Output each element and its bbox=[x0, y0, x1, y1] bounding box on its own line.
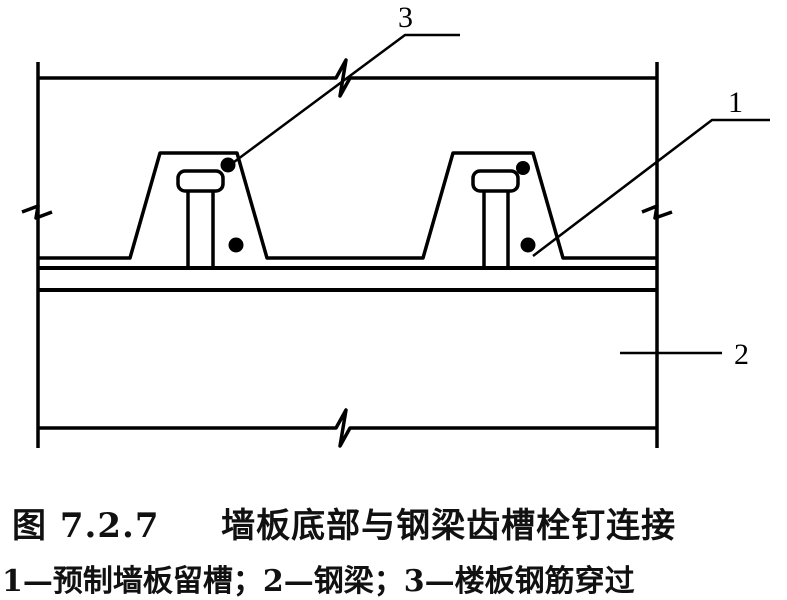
leader-lines bbox=[229, 33, 770, 355]
wall-slots bbox=[38, 151, 657, 260]
figure-caption: 图 7.2.7 墙板底部与钢梁齿槽栓钉连接 bbox=[12, 498, 787, 547]
wall-panel-outline bbox=[21, 58, 673, 448]
label-1: 1 bbox=[728, 86, 743, 119]
shear-stud-2 bbox=[471, 169, 520, 268]
label-3: 3 bbox=[398, 1, 413, 34]
figure-number: 图 7.2.7 bbox=[12, 506, 160, 546]
figure-title: 墙板底部与钢梁齿槽栓钉连接 bbox=[221, 506, 677, 546]
figure-legend: 1—预制墙板留槽；2—钢梁；3—楼板钢筋穿过 bbox=[2, 564, 635, 599]
steel-beam-flange bbox=[38, 266, 657, 292]
beam-bottom-line bbox=[38, 408, 657, 448]
shear-stud-1 bbox=[176, 169, 225, 268]
rebar-dots bbox=[220, 157, 536, 253]
label-2: 2 bbox=[734, 338, 749, 371]
